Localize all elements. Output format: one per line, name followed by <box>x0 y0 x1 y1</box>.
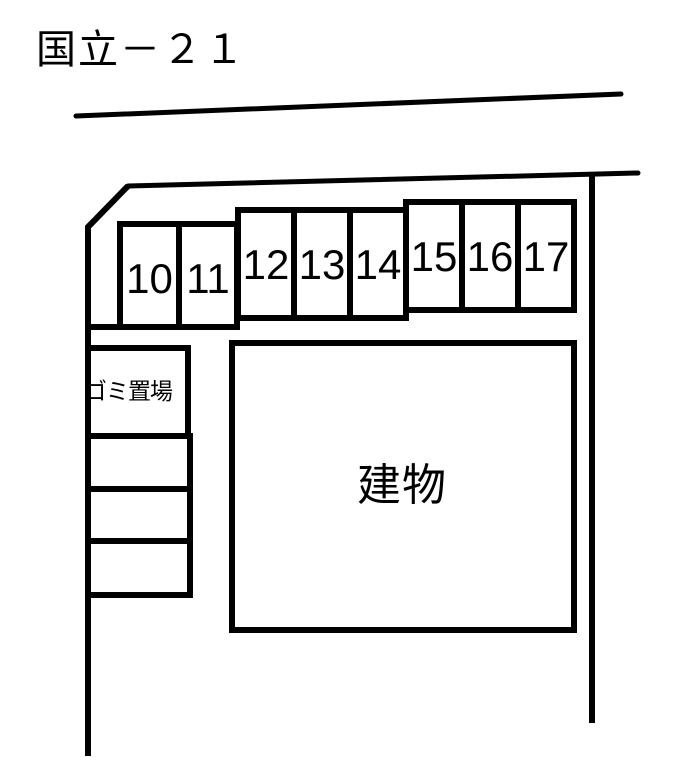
building-block-box[interactable] <box>229 340 577 633</box>
left-box-3[interactable] <box>85 538 193 598</box>
stall-label-13: 13 <box>298 241 346 288</box>
left-box-2[interactable] <box>85 486 193 544</box>
stall-label-11: 11 <box>186 255 230 302</box>
stall-group-12-14 <box>235 207 409 321</box>
stall-box-13[interactable] <box>291 207 353 321</box>
trash-collection-area-box[interactable] <box>85 345 191 439</box>
page-title: 国立－２１ <box>36 27 246 73</box>
stall-box-15[interactable] <box>403 199 465 313</box>
stall-label-15: 15 <box>410 233 458 280</box>
stall-label-10: 10 <box>126 255 173 302</box>
stall-box-11[interactable] <box>176 221 240 330</box>
stall-label-14: 14 <box>354 241 402 288</box>
stall-group-10-11 <box>117 221 240 330</box>
stall-box-14[interactable] <box>347 207 409 321</box>
stall-label-17: 17 <box>522 233 570 280</box>
stall-group-15-17 <box>403 199 577 313</box>
stall-label-12: 12 <box>242 241 290 288</box>
stall-label-16: 16 <box>466 233 514 280</box>
trash-area-label: ゴミ置場 <box>84 379 173 405</box>
road-boundary-upper-line <box>73 91 624 119</box>
left-box-1[interactable] <box>85 433 193 492</box>
stall-box-17[interactable] <box>515 199 577 313</box>
building-label: 建物 <box>357 460 447 511</box>
stall-box-16[interactable] <box>459 199 521 313</box>
road-boundary-lower-line <box>125 170 641 189</box>
